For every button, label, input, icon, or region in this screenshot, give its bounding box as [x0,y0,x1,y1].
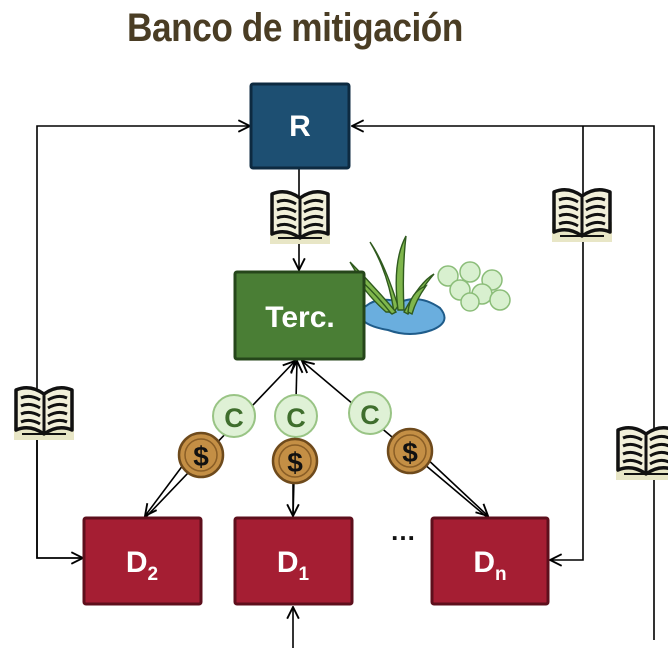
svg-text:$: $ [193,441,209,472]
credit-token: C [348,391,392,435]
dn-label: D [473,546,495,579]
svg-text:Dn: Dn [473,546,506,585]
book-icon [268,190,332,246]
eggs-icon [437,261,511,312]
svg-text:$: $ [402,437,418,468]
node-d2: D2 [82,516,203,606]
ellipsis: … [390,516,416,546]
page-title: Banco de mitigación [127,6,463,50]
credit-token: C [274,394,318,438]
d2-label: D [126,546,148,579]
svg-text:C: C [286,403,306,433]
svg-text:D2: D2 [126,546,158,585]
arrow-left-loop-to-d2 [36,400,83,558]
credit-token: C [212,394,256,438]
svg-text:C: C [360,400,380,430]
third-party-label: Terc. [265,301,334,334]
book-icon [614,426,668,482]
node-d1: D1 [233,516,354,606]
book-icon [550,188,614,244]
arrow-left-loop-to-regulator [36,126,250,559]
dn-subscript: n [495,564,507,585]
d1-subscript: 1 [299,564,310,585]
svg-text:C: C [224,403,244,433]
node-regulator: R [249,82,351,170]
payment-token: $ [271,437,319,485]
node-dn: Dn [430,516,550,606]
d1-label: D [277,546,299,579]
svg-text:$: $ [287,447,303,478]
node-third-party: Terc. [233,270,366,361]
svg-text:D1: D1 [277,546,310,585]
arrow-d2-to-third-party [144,361,295,519]
d2-subscript: 2 [148,564,159,585]
regulator-label: R [289,110,311,143]
arrow-right-inner-to-dn [550,126,584,560]
payment-token: $ [177,431,225,479]
book-icon [12,386,76,442]
payment-token: $ [386,427,434,475]
